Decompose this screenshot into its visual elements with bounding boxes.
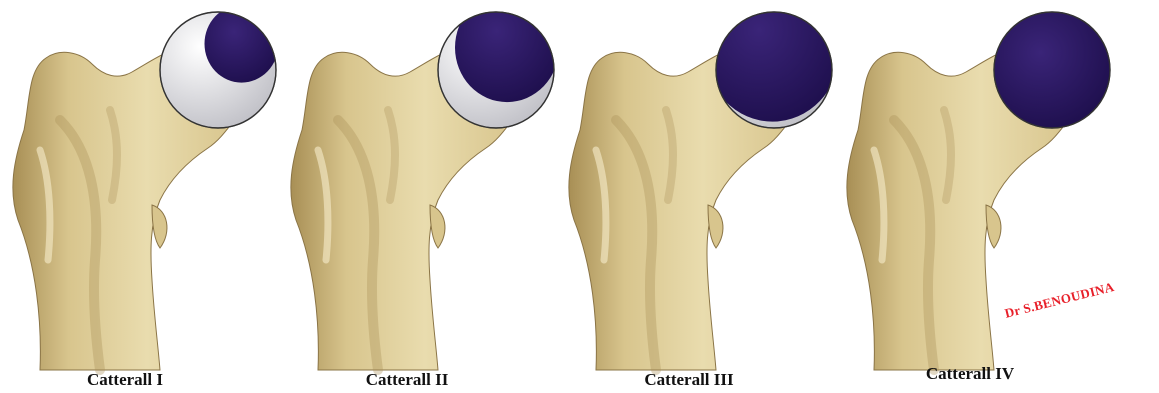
stage-label: Catterall II [307, 370, 507, 390]
femur-illustration [556, 0, 846, 393]
femur-illustration [278, 0, 568, 393]
femur-illustration [0, 0, 290, 393]
lesser-trochanter [152, 205, 167, 248]
stage-label: Catterall I [25, 370, 225, 390]
femur-panel-stage-2: Catterall II [278, 0, 568, 393]
femur-panel-stage-4: Catterall IV [834, 0, 1124, 393]
lesser-trochanter [986, 205, 1001, 248]
lesser-trochanter [430, 205, 445, 248]
femur-illustration [834, 0, 1124, 393]
femur-panel-stage-1: Catterall I [0, 0, 290, 393]
femur-panel-stage-3: Catterall III [556, 0, 846, 393]
stage-label: Catterall III [589, 370, 789, 390]
lesser-trochanter [708, 205, 723, 248]
stage-label: Catterall IV [870, 364, 1070, 384]
